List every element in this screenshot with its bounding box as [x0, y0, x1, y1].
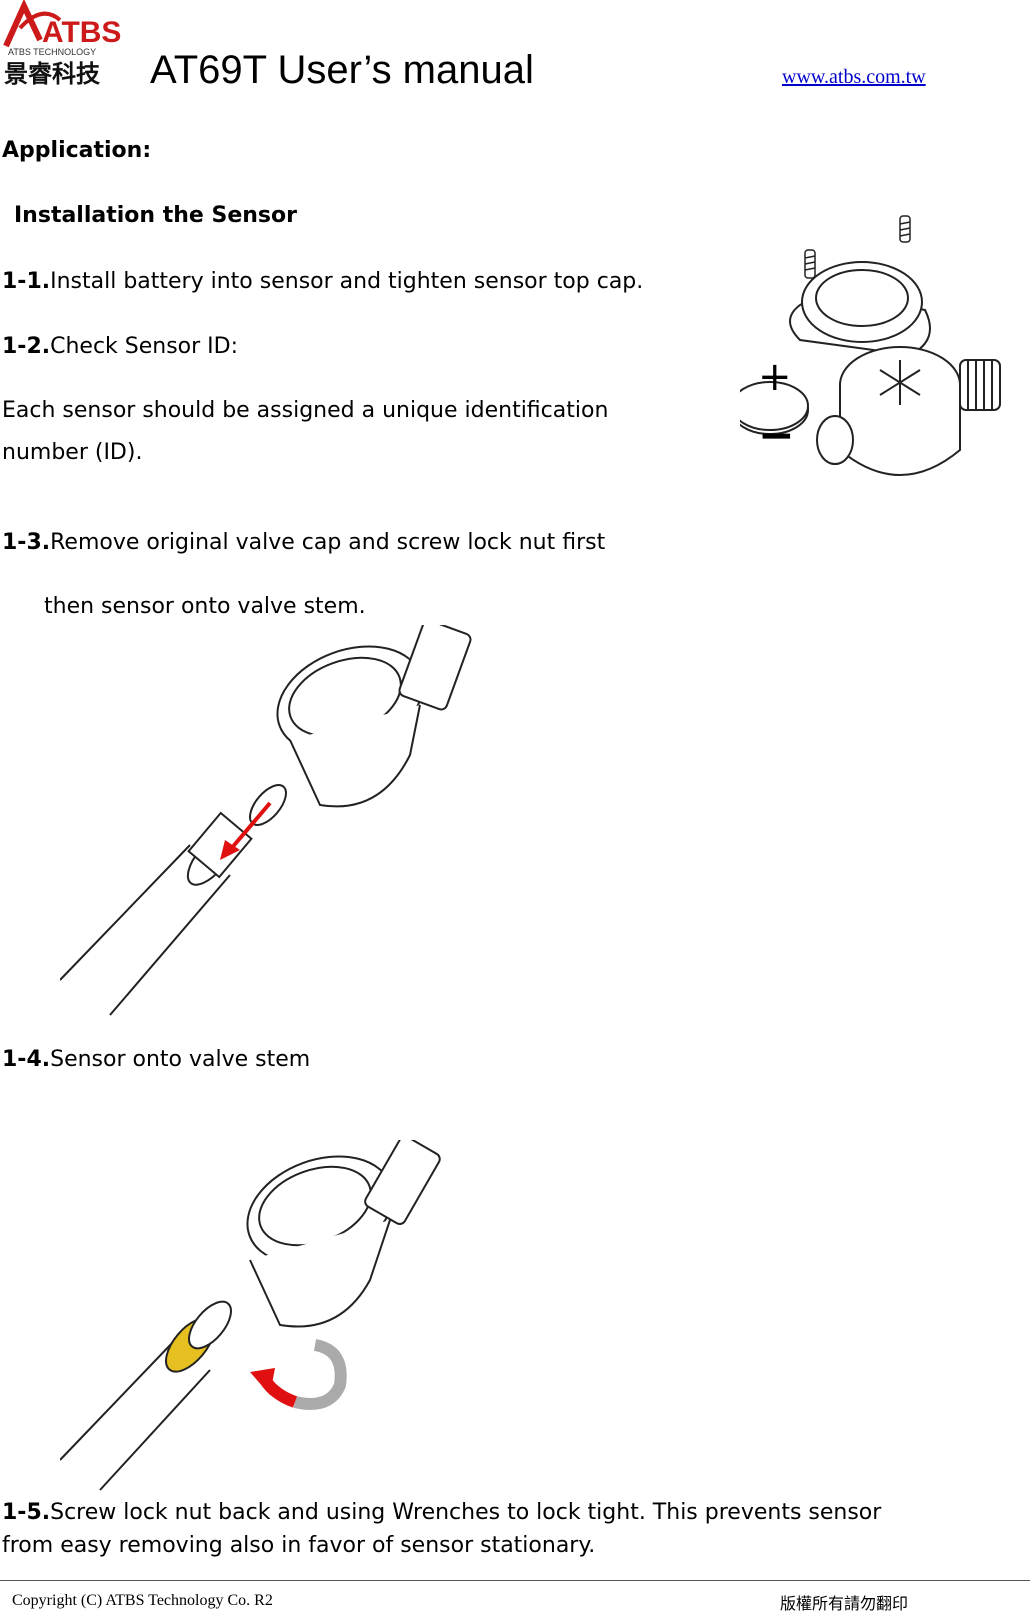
document-title: AT69T User’s manual: [150, 48, 534, 92]
copyright-notice: 版權所有請勿翻印: [780, 1594, 909, 1613]
battery-minus-label: −: [758, 410, 795, 461]
subsection-heading: Installation the Sensor: [14, 203, 297, 228]
website-link[interactable]: www.atbs.com.tw: [782, 66, 926, 88]
step-1-2-line3: number (ID).: [2, 440, 143, 465]
footer-divider: [0, 1580, 1030, 1581]
sensor-unit-icon: [246, 1140, 441, 1328]
sensor-unit-icon: [276, 625, 472, 808]
copyright-text: Copyright (C) ATBS Technology Co. R2: [12, 1592, 273, 1609]
rotate-arrow-icon: [293, 1339, 347, 1410]
step-1-4: 1-4.Sensor onto valve stem: [2, 1047, 311, 1072]
remove-cap-figure: [60, 625, 472, 1016]
valve-stem-icon: [60, 811, 253, 1016]
sensor-cap-icon: [789, 261, 931, 357]
atbs-logo-icon: ATBS ATBS TECHNOLOGY 景睿科技: [3, 0, 121, 88]
valve-stem-icon: [60, 1339, 211, 1491]
step-1-3: 1-3.Remove original valve cap and screw …: [2, 530, 606, 555]
logo-cn: 景睿科技: [4, 60, 101, 88]
sensor-battery-figure: + −: [740, 215, 1001, 476]
battery-plus-label: +: [758, 354, 792, 400]
logo-subtext: ATBS TECHNOLOGY: [8, 47, 96, 57]
screw-icon: [804, 215, 911, 279]
logo-text: ATBS: [42, 16, 121, 49]
step-1-5-line2: from easy removing also in favor of sens…: [2, 1533, 596, 1558]
company-logo: ATBS ATBS TECHNOLOGY 景睿科技: [2, 0, 132, 90]
battery-icon: [740, 381, 809, 435]
sensor-onto-stem-figure: [60, 1140, 441, 1491]
step-1-2: 1-2.Check Sensor ID:: [2, 334, 239, 359]
section-heading: Application:: [2, 138, 152, 163]
direction-arrow-icon: [228, 801, 272, 852]
step-1-2-line2: Each sensor should be assigned a unique …: [2, 398, 609, 423]
step-1-1: 1-1.Install battery into sensor and tigh…: [2, 269, 644, 294]
step-1-5: 1-5.Screw lock nut back and using Wrench…: [2, 1500, 882, 1525]
sensor-body-icon: [816, 346, 1001, 476]
step-1-3-line2: then sensor onto valve stem.: [44, 594, 366, 619]
